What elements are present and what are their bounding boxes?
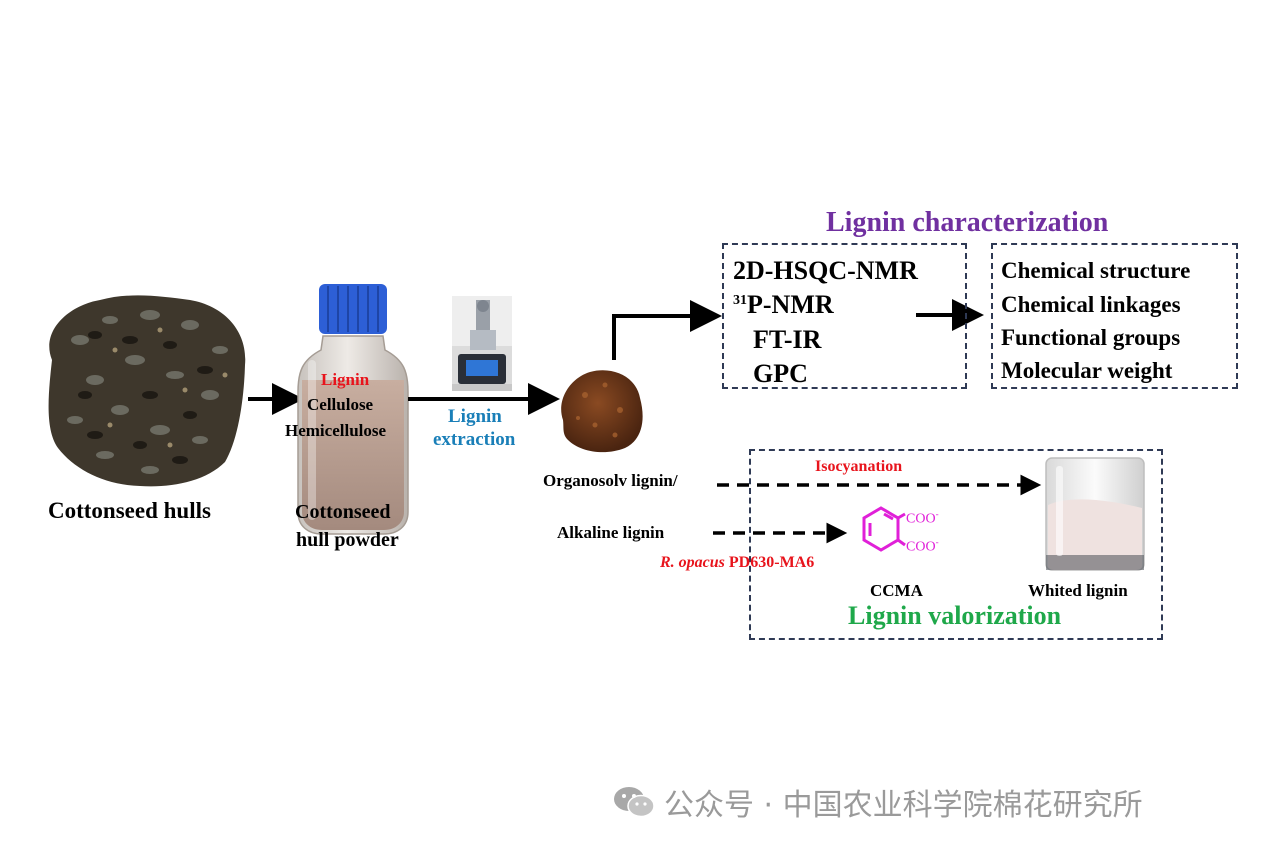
property-molecular-weight: Molecular weight	[1001, 358, 1173, 383]
lignin-powder-image	[561, 370, 643, 453]
cottonseed-hulls-label: Cottonseed hulls	[48, 498, 211, 523]
ccma-label: CCMA	[870, 581, 923, 600]
coo-bottom-charge: -	[935, 537, 939, 547]
powder-label-line1: Cottonseed	[295, 501, 391, 523]
property-structure: Chemical structure	[1001, 258, 1191, 283]
property-functional-groups: Functional groups	[1001, 325, 1181, 350]
whited-lignin-label: Whited lignin	[1028, 581, 1128, 600]
valorization-title: Lignin valorization	[848, 601, 1062, 630]
method-hsqc: 2D-HSQC-NMR	[733, 256, 918, 285]
strain-label: R. opacus PD630-MA6	[660, 555, 814, 571]
properties-box	[991, 243, 1238, 389]
methods-box	[722, 243, 967, 389]
strain-italic: R. opacus	[660, 554, 725, 571]
watermark-text: 公众号 · 中国农业科学院棉花研究所	[664, 788, 1143, 823]
white-lignin-jar-image	[1045, 457, 1145, 571]
coo-top-text: COO	[906, 511, 936, 527]
coo-bottom-label: COO-	[906, 538, 939, 555]
coo-top-label: COO-	[906, 510, 939, 527]
strain-rest: PD630-MA6	[724, 554, 815, 571]
method-gpc: GPC	[753, 359, 808, 388]
cottonseed-hulls-pile-image	[48, 295, 246, 487]
extraction-label-line1: Lignin	[448, 406, 502, 427]
extraction-reactor-image	[452, 296, 512, 391]
method-p-nmr: 31P-NMR	[733, 292, 834, 318]
characterization-title: Lignin characterization	[826, 207, 1109, 238]
isocyanation-label: Isocyanation	[815, 458, 903, 475]
bottle-hemicellulose-label: Hemicellulose	[285, 421, 387, 440]
property-linkages: Chemical linkages	[1001, 292, 1181, 317]
wechat-icon	[614, 787, 655, 818]
coo-top-charge: -	[935, 509, 939, 519]
powder-label-line2: hull powder	[296, 529, 399, 551]
watermark: 公众号 · 中国农业科学院棉花研究所	[612, 782, 1143, 823]
arrow-to-characterization	[612, 300, 722, 360]
alkaline-label: Alkaline lignin	[557, 523, 665, 542]
valorization-box	[749, 449, 1163, 640]
p-nmr-text: P-NMR	[747, 290, 834, 319]
organosolv-label: Organosolv lignin/	[543, 471, 678, 490]
bottle-lignin-label: Lignin	[321, 370, 370, 389]
method-ftir: FT-IR	[753, 325, 822, 354]
glass-bottle-image	[297, 284, 409, 535]
coo-bottom-text: COO	[906, 539, 936, 555]
benzene-ring-icon	[862, 506, 906, 552]
extraction-label-line2: extraction	[433, 429, 516, 450]
p-nmr-superscript: 31	[733, 293, 747, 308]
bottle-cellulose-label: Cellulose	[307, 395, 374, 414]
